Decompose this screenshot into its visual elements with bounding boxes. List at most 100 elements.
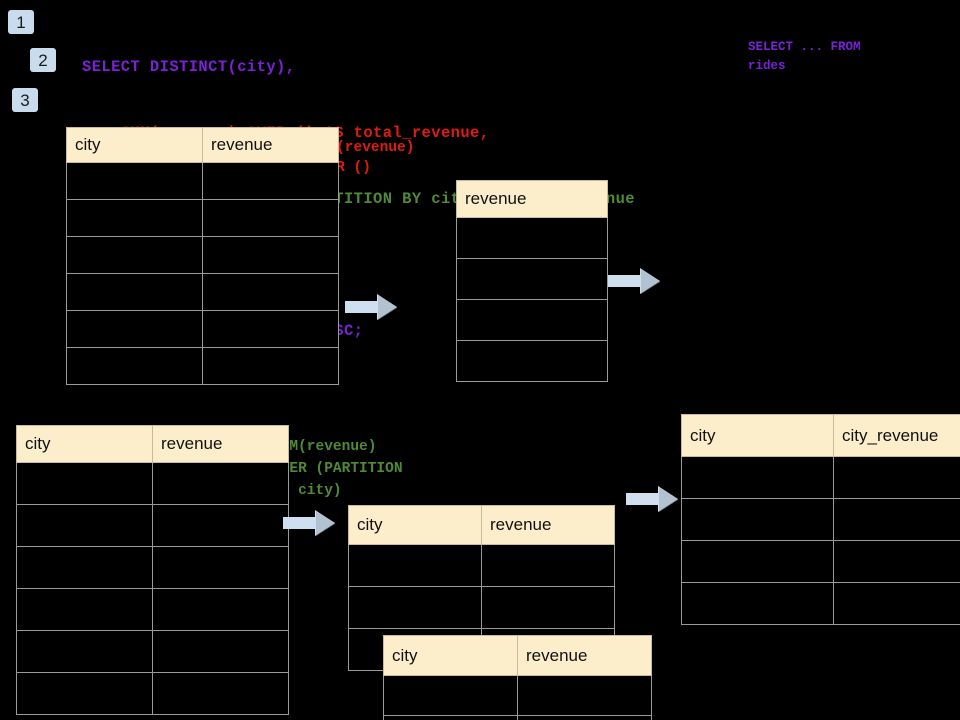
- table-row: [66, 199, 339, 237]
- cell-revenue: [202, 199, 339, 237]
- table-row: [681, 456, 960, 499]
- cell-revenue: [456, 217, 608, 259]
- arrow-source-to-total: [345, 292, 399, 322]
- cell-city: [681, 498, 834, 541]
- cell-city: [16, 546, 153, 589]
- cell-city: [681, 456, 834, 499]
- cell-city: [383, 715, 518, 720]
- table-row: [456, 299, 608, 341]
- cell-city: [66, 162, 203, 200]
- table-header-row: city city_revenue: [681, 414, 960, 457]
- cell-city: [66, 236, 203, 274]
- cell-city: [66, 199, 203, 237]
- cell-city: [681, 582, 834, 625]
- cell-city: [681, 540, 834, 583]
- cell-revenue: [456, 258, 608, 300]
- cell-city: [66, 310, 203, 348]
- table-header-row: revenue: [456, 180, 608, 218]
- cell-revenue: [517, 675, 652, 716]
- column-header-revenue: revenue: [517, 635, 652, 676]
- sql-line-select: SELECT DISTINCT(city),: [82, 58, 296, 76]
- annotation-sum-over-partition: SUM(revenue) OVER (PARTITION BY city): [272, 439, 403, 499]
- column-header-city: city: [383, 635, 518, 676]
- partition-table-front: city revenue: [383, 635, 652, 720]
- cell-city: [66, 273, 203, 311]
- cell-city-revenue: [833, 498, 960, 541]
- step-badge-1: 1: [8, 10, 34, 34]
- table-row: [66, 236, 339, 274]
- step-badge-2-label: 2: [38, 50, 48, 70]
- cell-city-revenue: [833, 540, 960, 583]
- cell-revenue: [456, 340, 608, 382]
- cell-revenue: [202, 310, 339, 348]
- table-row: [348, 544, 615, 587]
- table-row: [383, 715, 652, 720]
- column-header-revenue: revenue: [456, 180, 608, 218]
- column-header-city: city: [66, 127, 203, 163]
- cell-city: [348, 586, 482, 629]
- cell-city: [16, 462, 153, 505]
- table-row: [16, 588, 289, 631]
- column-header-revenue: revenue: [152, 425, 289, 463]
- table-row: [16, 672, 289, 715]
- column-header-city: city: [348, 505, 482, 545]
- table-row: [66, 162, 339, 200]
- table-row: [681, 540, 960, 583]
- column-header-city-revenue: city_revenue: [833, 414, 960, 457]
- cell-city-revenue: [833, 456, 960, 499]
- table-row: [681, 582, 960, 625]
- table-row: [16, 504, 289, 547]
- step-badge-3: 3: [12, 88, 38, 112]
- cell-revenue: [481, 544, 615, 587]
- table-row: [66, 347, 339, 385]
- column-header-city: city: [681, 414, 834, 457]
- cell-city: [16, 504, 153, 547]
- cell-revenue: [152, 504, 289, 547]
- table-row: [66, 273, 339, 311]
- column-header-city: city: [16, 425, 153, 463]
- table-header-row: city revenue: [383, 635, 652, 676]
- source-table-bottom: city revenue: [16, 425, 289, 715]
- total-revenue-table: revenue: [456, 180, 608, 382]
- step-badge-1-label: 1: [16, 12, 26, 32]
- cell-revenue: [152, 588, 289, 631]
- table-row: [16, 462, 289, 505]
- table-header-row: city revenue: [348, 505, 615, 545]
- table-row: [16, 630, 289, 673]
- cell-city: [16, 630, 153, 673]
- cell-city: [348, 544, 482, 587]
- cell-revenue: [202, 347, 339, 385]
- cell-city: [16, 588, 153, 631]
- table-header-row: city revenue: [16, 425, 289, 463]
- cell-city: [66, 347, 203, 385]
- cell-revenue: [481, 586, 615, 629]
- arrow-partition-to-result: [626, 484, 680, 514]
- cell-revenue: [517, 715, 652, 720]
- source-table-top: city revenue: [66, 127, 339, 385]
- table-row: [456, 340, 608, 382]
- cell-revenue: [202, 162, 339, 200]
- arrow-total-to-result: [608, 266, 662, 296]
- result-table: city city_revenue: [681, 414, 960, 625]
- column-header-revenue: revenue: [481, 505, 615, 545]
- arrow-source-to-partition: [283, 508, 337, 538]
- table-row: [456, 258, 608, 300]
- table-header-row: city revenue: [66, 127, 339, 163]
- table-row: [456, 217, 608, 259]
- cell-revenue: [152, 630, 289, 673]
- table-row: [16, 546, 289, 589]
- table-row: [681, 498, 960, 541]
- cell-revenue: [202, 273, 339, 311]
- annotation-select-from-rides: SELECT ... FROM rides: [748, 40, 861, 73]
- cell-revenue: [152, 546, 289, 589]
- column-header-revenue: revenue: [202, 127, 339, 163]
- cell-revenue: [456, 299, 608, 341]
- table-row: [66, 310, 339, 348]
- step-badge-3-label: 3: [20, 90, 30, 110]
- cell-revenue: [152, 672, 289, 715]
- cell-city: [16, 672, 153, 715]
- table-row: [348, 586, 615, 629]
- step-badge-2: 2: [30, 48, 56, 72]
- cell-city-revenue: [833, 582, 960, 625]
